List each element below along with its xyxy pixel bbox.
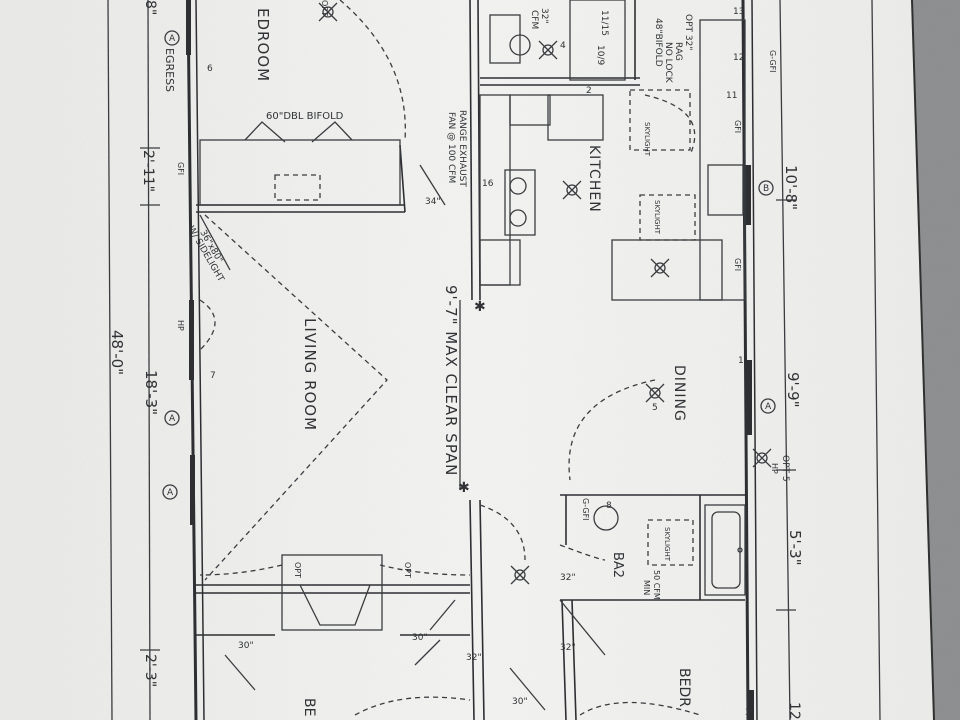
room-label-bath-2: BA2 <box>610 552 625 578</box>
circuit-number: 1 <box>738 356 744 366</box>
svg-text:✱: ✱ <box>458 480 470 496</box>
note-frac-11-15: 11/15 <box>599 10 609 36</box>
light-fixture-icon <box>752 448 772 468</box>
note-egress: EGRESS <box>163 48 176 92</box>
door-swings <box>199 0 701 716</box>
note-fan-50: 50 CFM <box>652 570 661 600</box>
circuit-number: 7 <box>210 371 216 381</box>
dim-48-0: 48'-0" <box>108 330 126 375</box>
dim-2-3: 2'-3" <box>142 654 158 687</box>
note-no-lock: NO LOCK <box>663 42 673 84</box>
light-fixture-icon <box>562 180 582 200</box>
room-label-dining: DINING <box>671 365 687 422</box>
note-angle-34: 34" <box>425 197 441 207</box>
note-fan-min: MIN <box>642 580 651 595</box>
note-angle-30-b: 30" <box>412 633 428 643</box>
note-range-exhaust: RANGE EXHAUST <box>457 110 467 187</box>
note-angle-32-a: 32" <box>466 653 482 663</box>
light-fixture-icon <box>645 383 665 403</box>
room-label-bedroom-bottom: BEDR <box>676 668 692 707</box>
circuit-number: 5 <box>652 403 658 413</box>
light-fixtures <box>318 2 772 585</box>
note-bifold-48: 48"BIFOLD <box>653 18 663 67</box>
marker-a-4: A <box>765 402 772 412</box>
note-max-clear-span: 9'-7" MAX CLEAR SPAN <box>442 285 460 476</box>
note-opt-a: OPT <box>293 562 302 578</box>
note-skylight-2: SKYLIGHT <box>653 200 661 235</box>
note-opt-32: OPT 32" <box>683 14 693 50</box>
room-label-bedroom-left: EDROOM <box>254 8 272 82</box>
note-cfm-32: 32" <box>539 8 549 24</box>
note-gfi-2: GFI <box>733 258 742 271</box>
grid-markers: A A A A B <box>162 30 776 500</box>
dim-18-3: 18'-3" <box>142 370 160 415</box>
svg-text:✱: ✱ <box>474 299 486 315</box>
dim-12: 12 <box>786 702 802 720</box>
dim-10-8: 10'-8" <box>782 165 800 210</box>
circuit-number: 11 <box>726 91 737 101</box>
note-opt5: OPT 5 <box>780 455 790 482</box>
note-angle-32-b: 32" <box>560 573 576 583</box>
light-fixture-icon <box>318 2 338 22</box>
circuit-number: 8 <box>606 501 612 511</box>
note-gfi-3: GFI <box>176 162 185 175</box>
note-hp-left: HP <box>176 320 185 331</box>
room-label-kitchen: KITCHEN <box>586 145 602 213</box>
marker-a-2: A <box>169 414 176 424</box>
room-labels: EDROOM LIVING ROOM KITCHEN DINING BA2 BE… <box>254 8 692 716</box>
marker-a-1: A <box>169 34 176 44</box>
circuit-number: 16 <box>482 179 494 189</box>
dim-5-3: 5'-3" <box>786 530 804 566</box>
marker-b: B <box>763 184 769 194</box>
dim-2-11: 2'-11" <box>140 150 156 192</box>
note-cfm: CFM <box>529 10 539 29</box>
note-skylight-3: SKYLIGHT <box>663 527 671 562</box>
note-angle-30-a: 30" <box>238 641 254 651</box>
room-label-living-room: LIVING ROOM <box>301 318 319 431</box>
dimension-labels: 48'-0" 18'-3" 2'-11" 2'-3" 8" 10'-8" 9'-… <box>108 0 804 720</box>
light-fixture-icon <box>538 40 558 60</box>
light-fixture-icon <box>510 565 530 585</box>
note-opt-b: OPT <box>403 562 412 578</box>
circuit-number: 3 <box>745 708 751 718</box>
exterior-walls <box>186 0 758 720</box>
note-angle-30-c: 30" <box>512 697 528 707</box>
note-skylight-1: SKYLIGHT <box>643 122 651 157</box>
note-gfi-1: GFI <box>733 120 742 133</box>
marker-a-3: A <box>167 488 174 498</box>
dim-9-9: 9'-9" <box>784 372 802 408</box>
note-rag: RAG <box>673 42 683 61</box>
bifold-doors <box>199 121 606 711</box>
circuit-number: 6 <box>207 64 213 74</box>
note-hp-right: HP <box>770 463 779 474</box>
circuit-numbers: 6 4 5 7 2 8 16 11 13 12 1 3 <box>207 7 751 718</box>
note-ggfi: G-GFI <box>768 50 777 73</box>
circuit-number: 4 <box>560 41 566 51</box>
room-label-bedroom-bottom-left: BE <box>301 698 317 716</box>
light-fixture-icon <box>650 258 670 278</box>
note-frac-10-9: 10/9 <box>595 45 605 65</box>
circuit-number: 13 <box>733 7 744 17</box>
note-ggfi-bath: G-GFI <box>581 498 590 521</box>
note-bifold-60: 60"DBL BIFOLD <box>266 111 344 122</box>
note-angle-32-c: 32" <box>560 643 576 653</box>
dim-8: 8" <box>142 0 158 15</box>
note-range-exhaust-fan: FAN @ 100 CFM <box>446 112 456 183</box>
dimension-lines <box>107 0 881 720</box>
circuit-number: 12 <box>733 53 744 63</box>
fixtures <box>199 0 746 631</box>
circuit-number: 2 <box>586 86 592 96</box>
